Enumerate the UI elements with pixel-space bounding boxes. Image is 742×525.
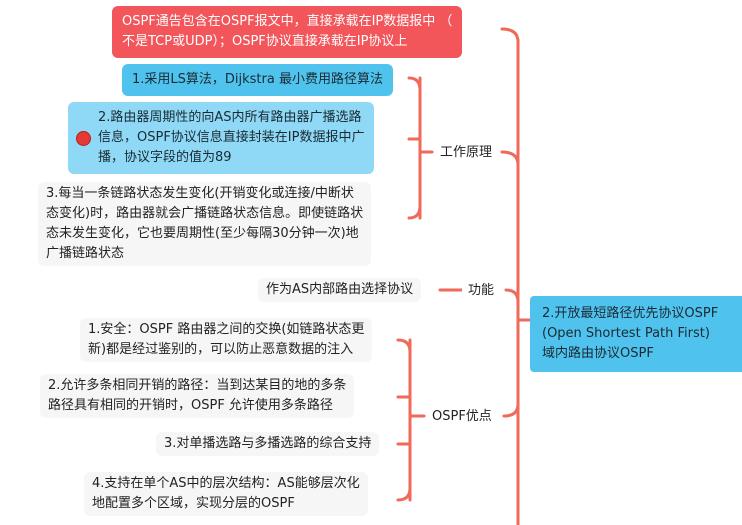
principle-item-3[interactable]: 3.每当一条链路状态发生变化(开销变化或连接/中断状 态变化)时，路由器就会广播… bbox=[38, 182, 372, 266]
function-trunk-link bbox=[504, 288, 520, 304]
red-flag-icon bbox=[76, 131, 91, 146]
principle-item-1-text: 1.采用LS算法，Dijkstra 最小费用路径算法 bbox=[132, 72, 383, 87]
advantages-item-1-text: 新)都是经过鉴别的，可以防止恶意数据的注入 bbox=[88, 342, 354, 357]
advantages-item-3-text: 3.对单播选路与多播选路的综合支持 bbox=[164, 436, 372, 451]
function-label[interactable]: 功能 bbox=[462, 279, 501, 303]
principle-trunk-link bbox=[500, 150, 520, 167]
advantages-item1-link bbox=[396, 338, 412, 354]
principle-item-3-text: 态变化)时，路由器就会广播链路状态信息。即使链路状 bbox=[46, 206, 364, 221]
root-text: 2.开放最短路径优先协议OSPF bbox=[542, 306, 719, 321]
principle-label-text: 工作原理 bbox=[440, 145, 493, 160]
principle-item-3-text: 3.每当一条链路状态发生变化(开销变化或连接/中断状 bbox=[46, 186, 354, 201]
function-label-text: 功能 bbox=[468, 283, 495, 298]
advantages-item-2[interactable]: 2.允许多条相同开销的路径：当到达某目的地的多条 路径具有相同的开销时，OSPF… bbox=[40, 374, 355, 418]
advantages-item-2-text: 路径具有相同的开销时，OSPF 允许使用多条路径 bbox=[48, 398, 333, 413]
advantages-item-4[interactable]: 4.支持在单个AS中的层次结构：AS能够层次化 地配置多个区域，实现分层的OSP… bbox=[84, 472, 368, 516]
advantages-item-4-text: 地配置多个区域，实现分层的OSPF bbox=[92, 496, 295, 511]
advantages-item-1[interactable]: 1.安全：OSPF 路由器之间的交换(如链路状态更 新)都是经过鉴别的，可以防止… bbox=[80, 318, 373, 362]
principle-label[interactable]: 工作原理 bbox=[434, 141, 499, 165]
principle-item1-link bbox=[407, 76, 422, 92]
function-item-1[interactable]: 作为AS内部路由选择协议 bbox=[258, 278, 422, 302]
top-note-line: OSPF通告包含在OSPF报文中，直接承载在IP数据报中 （ bbox=[122, 14, 453, 29]
principle-item-3-text: 态未发生变化，它也要周期性(至少每隔30分钟一次)地 bbox=[46, 226, 359, 241]
top-note[interactable]: OSPF通告包含在OSPF报文中，直接承载在IP数据报中 （ 不是TCP或UDP… bbox=[112, 6, 463, 58]
advantages-label[interactable]: OSPF优点 bbox=[426, 405, 498, 429]
principle-item-2-text: 信息，OSPF协议信息直接封装在IP数据报中广 bbox=[98, 130, 365, 145]
root-text: 域内路由协议OSPF bbox=[542, 346, 654, 361]
advantages-item-2-text: 2.允许多条相同开销的路径：当到达某目的地的多条 bbox=[48, 378, 347, 393]
principle-item-2-text: 播，协议字段的值为89 bbox=[98, 150, 232, 165]
top-note-link bbox=[500, 27, 520, 44]
advantages-item4-link bbox=[396, 486, 412, 502]
principle-item3-link bbox=[407, 204, 422, 220]
top-note-line: 不是TCP或UDP）；OSPF协议直接承载在IP协议上 bbox=[122, 34, 408, 49]
advantages-item-3[interactable]: 3.对单播选路与多播选路的综合支持 bbox=[156, 432, 380, 456]
principle-item-3-text: 广播链路状态 bbox=[46, 246, 125, 261]
advantages-label-text: OSPF优点 bbox=[432, 409, 492, 424]
advantages-trunk-link bbox=[502, 402, 520, 418]
principle-item-2-text: 2.路由器周期性的向AS内所有路由器广播选路 bbox=[98, 110, 362, 125]
principle-item-2[interactable]: 2.路由器周期性的向AS内所有路由器广播选路 信息，OSPF协议信息直接封装在I… bbox=[68, 102, 375, 174]
root-node[interactable]: 2.开放最短路径优先协议OSPF (Open Shortest Path Fir… bbox=[530, 296, 742, 372]
advantages-item-1-text: 1.安全：OSPF 路由器之间的交换(如链路状态更 bbox=[88, 322, 365, 337]
advantages-item-4-text: 4.支持在单个AS中的层次结构：AS能够层次化 bbox=[92, 476, 360, 491]
root-text: (Open Shortest Path First) bbox=[542, 326, 710, 341]
function-item-1-text: 作为AS内部路由选择协议 bbox=[266, 282, 414, 297]
principle-item-1[interactable]: 1.采用LS算法，Dijkstra 最小费用路径算法 bbox=[122, 64, 393, 96]
